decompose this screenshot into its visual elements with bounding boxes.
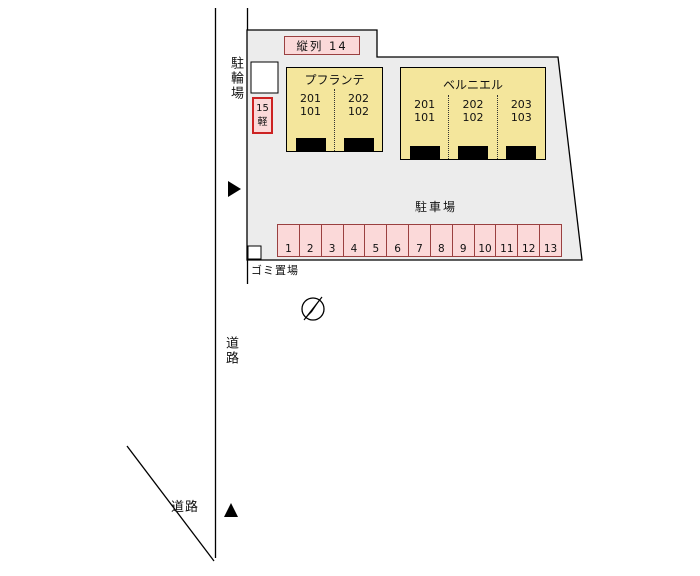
building-berniel: ベルニエル 201 101 202 102 203 103 [400,67,546,160]
unit-lower-number: 102 [348,104,369,118]
parking-stall: 12 [517,225,539,256]
road-diagonal-edge-line [126,445,215,562]
unit-upper-number: 201 [300,92,321,105]
unit-upper-number: 201 [414,98,436,111]
parking-stall: 4 [342,225,365,256]
tandem-parking-label: 縦列 14 [296,38,348,53]
parking-stall: 10 [473,225,496,256]
stall-15-number: 15 [256,102,269,114]
entrance-block [457,146,488,159]
unit-upper-number: 202 [348,92,369,105]
unit-lower-number: 101 [300,104,321,118]
parking-stall: 9 [451,225,474,256]
parking-stall: 8 [429,225,452,256]
unit-numbers: 201 101 [401,98,448,124]
parking-stall: 1 [285,243,292,255]
building-name: プフランテ [304,73,365,87]
stall-15-type: 軽 [257,116,268,128]
parking-stall: 3 [320,225,343,256]
road-label-middle: 道路 [223,336,238,366]
unit-numbers: 203 103 [498,98,545,124]
unit: 201 101 [287,89,334,151]
parking-stall: 6 [386,225,408,256]
parking-stall: 11 [495,225,517,256]
parking-stall-row: 1 2 3 4 5 6 7 8 9 10 11 12 13 [277,224,562,257]
building-name: ベルニエル [442,78,503,92]
compass-icon [301,296,325,321]
unit-numbers: 201 101 [287,92,334,118]
stall-15-kei-box: 15 軽 [252,97,273,134]
entrance-block [295,138,326,151]
unit: 202 102 [334,89,382,151]
bicycle-parking-label: 駐輪場 [228,56,243,101]
building-pflante: プフランテ 201 101 202 102 [286,67,383,152]
unit: 202 102 [448,95,496,159]
garbage-area-label: ゴミ置場 [251,264,299,277]
compass-circle [301,297,325,321]
entrance-block [343,138,374,151]
unit-lower-number: 103 [510,110,532,124]
entrance-arrow-right-icon [228,181,241,197]
entrance-block [409,146,440,159]
unit-numbers: 202 102 [335,92,382,118]
building-units: 201 101 202 102 203 103 [401,95,545,159]
unit: 203 103 [496,95,545,159]
unit-lower-number: 101 [414,110,436,124]
compass-needle-blade [304,297,322,320]
bicycle-area-box [250,61,279,94]
unit: 201 101 [401,95,448,159]
parking-stall: 13 [539,225,561,256]
garbage-area-box [247,245,262,260]
unit-upper-number: 203 [510,98,532,111]
unit-upper-number: 202 [462,98,484,111]
road-label-bottom: 道路 [171,500,200,515]
parking-stall: 5 [364,225,386,256]
building-units: 201 101 202 102 [287,89,382,151]
parking-lot-label: 駐車場 [414,200,457,214]
entrance-arrow-up-icon [224,503,238,517]
unit-lower-number: 102 [462,110,484,124]
tandem-parking-box: 縦列 14 [284,36,360,55]
entrance-block [506,146,537,159]
parking-stall: 2 [298,225,321,256]
parking-stall: 7 [408,225,430,256]
unit-numbers: 202 102 [449,98,496,124]
